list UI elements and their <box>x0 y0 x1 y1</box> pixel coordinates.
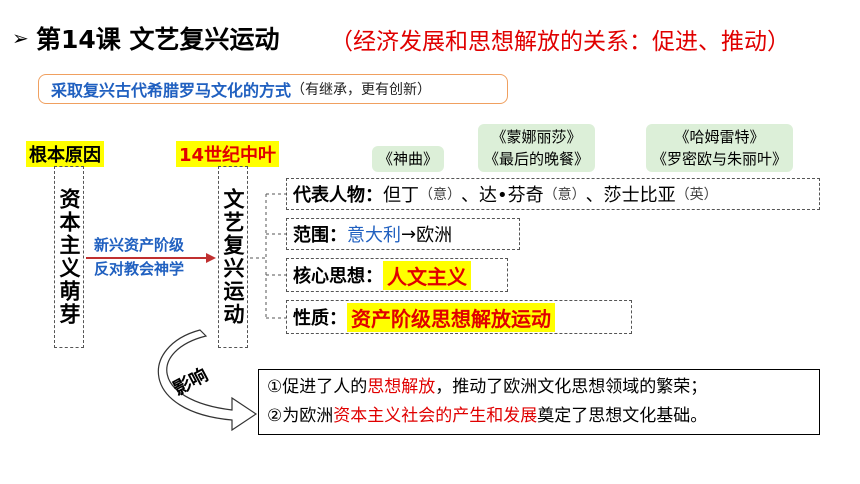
reason-line-1: 新兴资产阶级 <box>94 236 185 254</box>
figure-sep-1: 、 <box>461 185 479 206</box>
impact-curve-arrow <box>157 329 258 432</box>
work-divine-comedy: 《神曲》 <box>378 150 439 168</box>
movement-box: 文艺复兴运动 <box>218 166 248 348</box>
figure-sep-2: 、 <box>585 185 604 206</box>
page-title: 第14课 文艺复兴运动 <box>36 25 280 54</box>
work-last-supper: 《最后的晚餐》 <box>484 150 590 168</box>
title-arrow-icon: ➢ <box>12 26 29 50</box>
figures-label: 代表人物： <box>293 185 383 206</box>
work-tag-shakespeare: 《哈姆雷特》 《罗密欧与朱丽叶》 <box>646 124 794 172</box>
reason-line-2: 反对教会神学 <box>94 260 185 278</box>
figure-davinci: 达•芬奇 <box>479 185 544 206</box>
figure-dante: 但丁 <box>383 185 419 206</box>
reason-text: 新兴资产阶级 反对教会神学 <box>94 233 184 281</box>
core-value: 人文主义 <box>383 260 471 290</box>
figure-shakespeare-note: （英） <box>675 187 718 203</box>
figure-shakespeare: 莎士比亚 <box>603 185 676 206</box>
impact-2-a: ②为欧洲 <box>267 406 334 426</box>
impact-1-b: 思想解放 <box>367 377 436 397</box>
figure-dante-note: （意） <box>419 187 461 203</box>
impact-1-a: ①促进了人的 <box>267 377 368 397</box>
scope-arrow-icon: → <box>401 223 417 245</box>
root-cause-label: 根本原因 <box>26 141 104 167</box>
method-sub-text: （有继承，更有创新） <box>291 82 432 98</box>
work-hamlet: 《哈姆雷特》 <box>674 128 765 146</box>
impact-2-b: 资本主义社会的产生和发展 <box>333 406 538 426</box>
impact-box: ①促进了人的思想解放，推动了欧洲文化思想领域的繁荣； ②为欧洲资本主义社会的产生… <box>258 369 820 435</box>
row-figures: 代表人物： 但丁 （意） 、 达•芬奇 （意） 、 莎士比亚 （英） <box>286 178 820 210</box>
method-box: 采取复兴古代希腊罗马文化的方式 （有继承，更有创新） <box>38 74 508 104</box>
impact-2-c: 奠定了思想文化基础。 <box>537 406 708 426</box>
scope-place: 意大利 <box>347 225 401 246</box>
row-scope: 范围： 意大利 → 欧洲 <box>286 218 520 250</box>
scope-to: 欧洲 <box>416 225 453 246</box>
work-tag-davinci: 《蒙娜丽莎》 《最后的晚餐》 <box>478 124 596 172</box>
time-label: 14世纪中叶 <box>176 141 280 167</box>
nature-label: 性质： <box>293 308 347 329</box>
core-label: 核心思想： <box>293 266 383 287</box>
impact-line-2: ②为欧洲资本主义社会的产生和发展奠定了思想文化基础。 <box>267 402 811 431</box>
cause-box: 资本主义萌芽 <box>54 166 84 348</box>
work-mona-lisa: 《蒙娜丽莎》 <box>491 128 582 146</box>
impact-line-1: ①促进了人的思想解放，推动了欧洲文化思想领域的繁荣； <box>267 373 811 402</box>
nature-value: 资产阶级思想解放运动 <box>347 302 555 332</box>
row-nature: 性质： 资产阶级思想解放运动 <box>286 300 632 334</box>
impact-1-c: ，推动了欧洲文化思想领域的繁荣； <box>435 377 708 397</box>
cause-arrow-head <box>206 253 216 263</box>
figure-davinci-note: （意） <box>543 187 586 203</box>
row-core: 核心思想： 人文主义 <box>286 258 508 292</box>
title-note: （经济发展和思想解放的关系：促进、推动） <box>330 29 790 55</box>
work-tag-dante: 《神曲》 <box>372 146 445 172</box>
work-romeo-juliet: 《罗密欧与朱丽叶》 <box>652 150 788 168</box>
scope-label: 范围： <box>293 225 347 246</box>
method-main-text: 采取复兴古代希腊罗马文化的方式 <box>51 81 292 100</box>
